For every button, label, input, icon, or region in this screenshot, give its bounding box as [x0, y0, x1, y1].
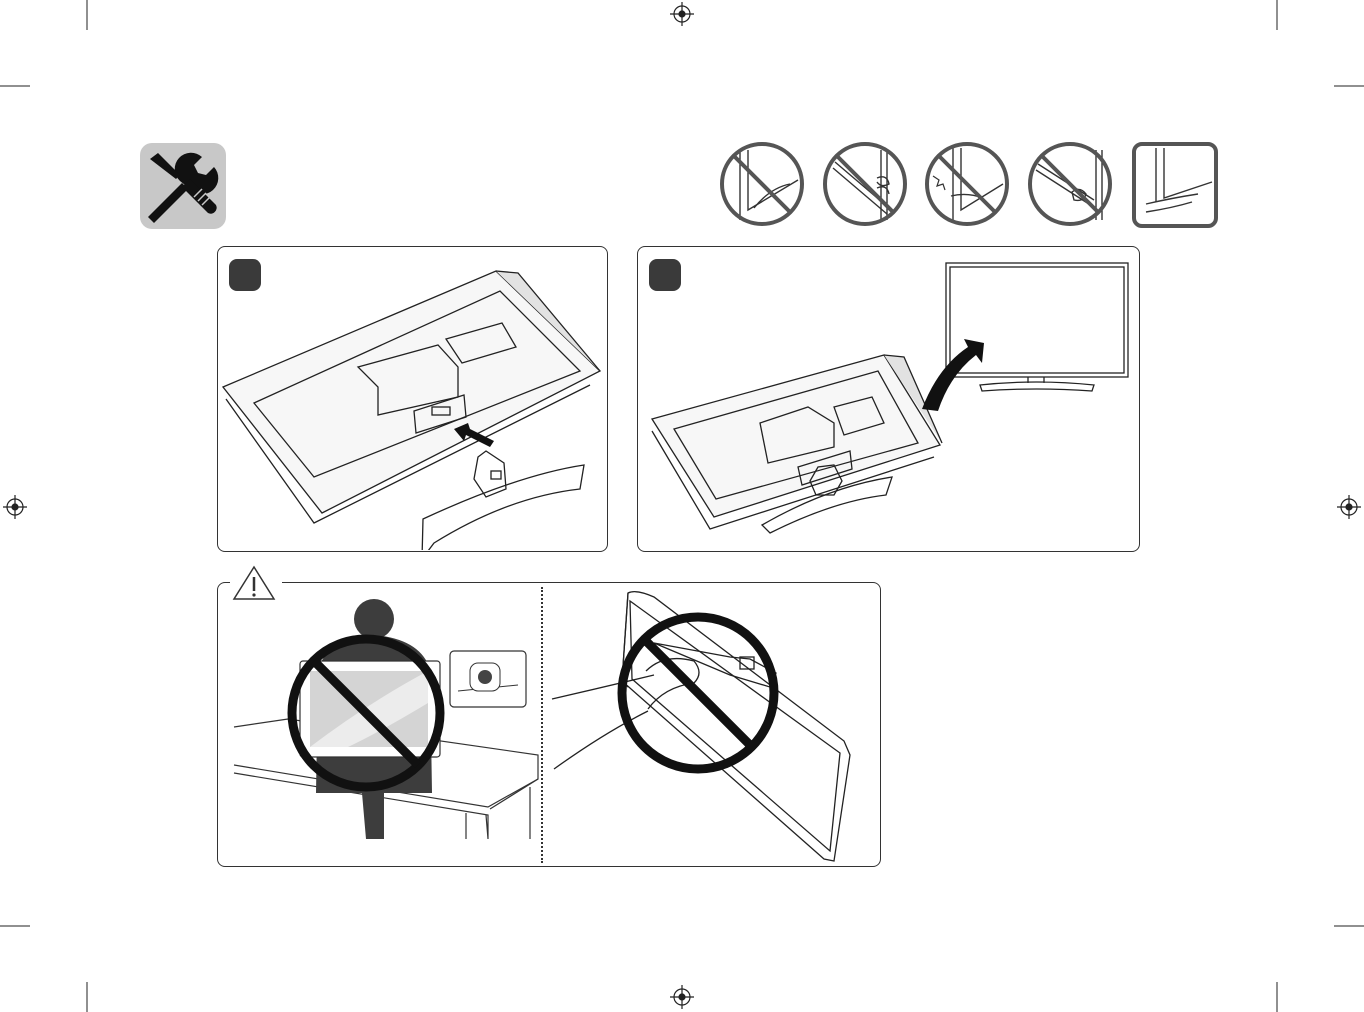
do-not-grip-side-icon [825, 144, 905, 224]
support-from-below-icon [1134, 144, 1216, 226]
handling-icons-row [718, 140, 1222, 230]
do-not-carry-facing-body-illustration [218, 583, 540, 865]
do-not-hold-corner-icon [1030, 144, 1110, 224]
rotate-up-arrow-icon [922, 339, 984, 411]
registration-mark-right [1337, 495, 1361, 519]
caution-panel [217, 582, 881, 867]
do-not-grip-stand-joint-illustration [544, 583, 878, 865]
do-not-push-bezel-icon [927, 144, 1007, 224]
caution-divider [541, 587, 543, 863]
step-2-panel [637, 246, 1140, 552]
registration-mark-bottom [670, 985, 694, 1009]
attach-stand-base-illustration [218, 247, 606, 550]
power-button-inset-icon [450, 651, 526, 707]
tools-icon [140, 143, 226, 229]
lift-monitor-upright-illustration [638, 247, 1138, 550]
step-1-panel [217, 246, 608, 552]
registration-mark-left [3, 495, 27, 519]
do-not-lift-by-bottom-edge-icon [722, 144, 802, 224]
registration-mark-top [670, 2, 694, 26]
